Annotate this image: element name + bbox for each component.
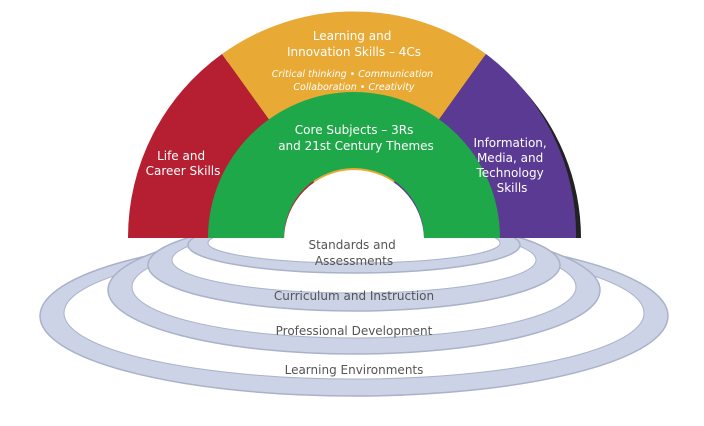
label-core-subjects: Core Subjects – 3Rs and 21st Century The… — [278, 123, 434, 153]
label-learning-environments: Learning Environments — [285, 363, 424, 377]
label-learning-innovation-sub: Critical thinking • Communication Collab… — [272, 69, 436, 93]
label-standards-assessments: Standards and Assessments — [308, 238, 399, 268]
arch-inner-opening — [284, 170, 424, 240]
arch-core-subjects — [208, 92, 500, 238]
label-learning-innovation: Learning and Innovation Skills – 4Cs — [287, 29, 421, 59]
label-professional-development: Professional Development — [276, 324, 433, 338]
label-info-media-tech: Information, Media, and Technology Skill… — [473, 136, 550, 195]
label-life-career: Life and Career Skills — [146, 149, 221, 178]
label-curriculum-instruction: Curriculum and Instruction — [274, 289, 434, 303]
